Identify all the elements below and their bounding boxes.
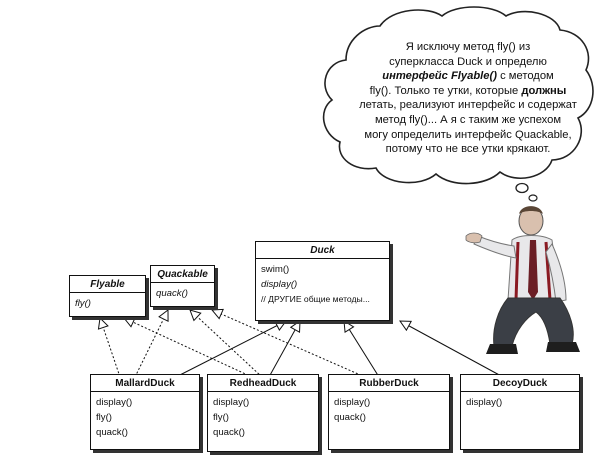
inheritance-lines xyxy=(175,321,504,378)
person-illustration xyxy=(465,206,580,354)
bubble-bold-text: интерфейс Flyable() xyxy=(382,70,497,83)
bubble-line: суперкласса Duck и определю xyxy=(389,55,547,68)
thought-dot-1 xyxy=(515,182,529,194)
class-methods: display() fly() quack() xyxy=(91,392,199,443)
method: quack() xyxy=(334,412,366,423)
interface-quackable: Quackable quack() xyxy=(150,265,215,307)
class-mallardduck: MallardDuck display() fly() quack() xyxy=(90,374,200,450)
class-methods: display() xyxy=(461,392,579,413)
class-methods: display() fly() quack() xyxy=(208,392,318,443)
method: display() xyxy=(96,397,133,408)
class-methods: display() quack() xyxy=(329,392,449,428)
method: quack() xyxy=(213,427,245,438)
bubble-text-span: fly(). Только те утки, которые xyxy=(369,84,522,97)
bubble-line: летать, реализуют интерфейс и содержат xyxy=(359,99,577,112)
method: // ДРУГИЕ общие методы... xyxy=(261,294,370,304)
method: swim() xyxy=(261,264,290,275)
class-redheadduck: RedheadDuck display() fly() quack() xyxy=(207,374,319,452)
bubble-line: Я исключу метод fly() из xyxy=(405,41,531,53)
method: quack() xyxy=(96,427,128,438)
bubble-line: могу определить интерфейс Quackable, xyxy=(364,128,572,141)
class-name: MallardDuck xyxy=(91,375,199,392)
method: fly() xyxy=(75,298,91,309)
bubble-line: интерфейс Flyable() с методом xyxy=(348,69,588,84)
method: fly() xyxy=(96,412,112,423)
class-name: RedheadDuck xyxy=(208,375,318,392)
class-methods: swim() display() // ДРУГИЕ общие методы.… xyxy=(256,259,389,310)
method: quack() xyxy=(156,288,188,299)
method: fly() xyxy=(213,412,229,423)
class-name: RubberDuck xyxy=(329,375,449,392)
thought-dot-2 xyxy=(528,194,538,202)
class-decoyduck: DecoyDuck display() xyxy=(460,374,580,450)
method: display() xyxy=(261,279,298,290)
interface-flyable: Flyable fly() xyxy=(69,275,146,317)
bubble-line: метод fly()... А я с таким же успехом xyxy=(374,113,562,126)
method: display() xyxy=(334,397,371,408)
class-methods: fly() xyxy=(70,293,145,314)
class-duck: Duck swim() display() // ДРУГИЕ общие ме… xyxy=(255,241,390,321)
thought-bubble xyxy=(322,6,594,185)
method: display() xyxy=(466,397,503,408)
bubble-text-span: с методом xyxy=(496,70,554,83)
class-rubberduck: RubberDuck display() quack() xyxy=(328,374,450,450)
bubble-text: Я исключу метод fly() из суперкласса Duc… xyxy=(348,40,588,157)
implementation-lines xyxy=(100,310,366,378)
bubble-line: потому что не все утки крякают. xyxy=(385,143,551,156)
bubble-line: fly(). Только те утки, которые должны xyxy=(348,84,588,99)
class-name: Duck xyxy=(256,242,389,259)
method: display() xyxy=(213,397,250,408)
class-methods: quack() xyxy=(151,283,214,304)
bubble-bold-text: должны xyxy=(521,84,567,97)
class-name: DecoyDuck xyxy=(461,375,579,392)
class-name: Quackable xyxy=(151,266,214,283)
class-name: Flyable xyxy=(70,276,145,293)
